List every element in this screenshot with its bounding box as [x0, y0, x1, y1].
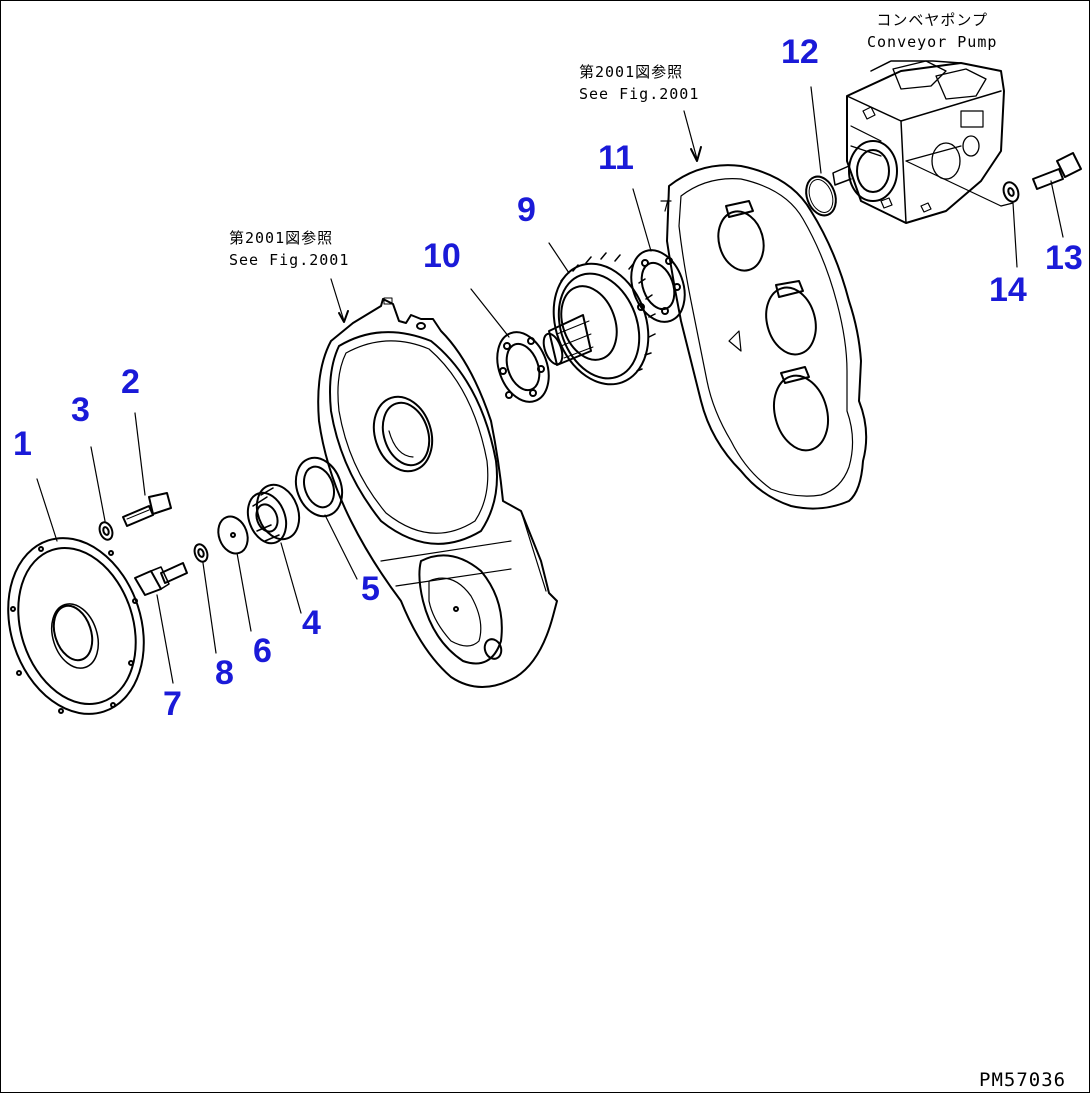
part-flange-plate [7, 537, 145, 715]
callout-13: 13 [1045, 239, 1083, 277]
callout-2: 2 [121, 363, 140, 401]
callout-7: 7 [163, 685, 182, 723]
pump-label-jp: コンベヤポンプ [876, 11, 988, 29]
callout-12: 12 [781, 33, 819, 71]
part-bolt-pump [1032, 152, 1082, 190]
leader-lines [36, 86, 1064, 684]
part-o-ring [805, 175, 837, 217]
cover-reference-note: 第2001図参照 See Fig.2001 [229, 227, 349, 271]
part-seal-ring [294, 456, 344, 518]
callout-9: 9 [517, 191, 536, 229]
cover-reference-en: See Fig.2001 [229, 251, 350, 269]
part-bearing-front [496, 331, 550, 403]
drawing-number: PM57036 [979, 1069, 1067, 1091]
part-washer-lower [193, 543, 209, 563]
part-gear-shaft [542, 252, 656, 386]
cover-reference-jp: 第2001図参照 [229, 229, 334, 247]
part-washer-upper [98, 521, 114, 541]
callout-11: 11 [598, 139, 634, 177]
part-washer-pump [1002, 181, 1020, 203]
pump-label-en: Conveyor Pump [867, 33, 998, 51]
part-conveyor-pump [832, 60, 1005, 224]
callout-4: 4 [302, 604, 321, 642]
case-reference-jp: 第2001図参照 [579, 63, 684, 81]
callout-6: 6 [253, 632, 272, 670]
case-reference-en: See Fig.2001 [579, 85, 700, 103]
part-bolt-lower [134, 562, 188, 596]
callout-1: 1 [13, 425, 32, 463]
callout-5: 5 [361, 570, 380, 608]
callout-3: 3 [71, 391, 90, 429]
part-bolt-upper [122, 492, 172, 527]
pump-label: コンベヤポンプ Conveyor Pump [867, 9, 997, 53]
callout-14: 14 [989, 271, 1027, 309]
part-roller-bearing [246, 483, 301, 545]
callout-10: 10 [423, 237, 461, 275]
callout-8: 8 [215, 654, 234, 692]
part-spacer-disc [217, 515, 249, 555]
part-gear-case-cover [317, 297, 558, 688]
case-reference-note: 第2001図参照 See Fig.2001 [579, 61, 699, 105]
part-gear-case [660, 164, 868, 510]
